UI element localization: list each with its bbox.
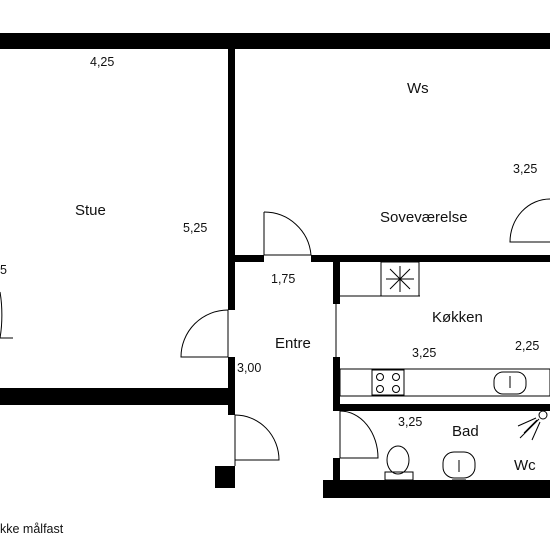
dimension-sove-depth: 3,25 (513, 162, 538, 176)
room-label-koekken: Køkken (432, 309, 483, 326)
dimension-stue-depth: 5,25 (183, 221, 208, 235)
wall-entre-right-lower (333, 357, 340, 410)
dimension-koekken-depth: 2,25 (515, 339, 540, 353)
door-sove-entre (263, 211, 312, 256)
wall-bad-left (333, 458, 340, 488)
scale-note: kke målfast (0, 522, 64, 536)
wall-stue-bottom (0, 388, 228, 405)
shower-symbol (517, 410, 548, 441)
door-stue-left (0, 291, 13, 339)
wall-bottom-left (215, 466, 235, 488)
wall-stue-right-upper (228, 49, 235, 310)
door-entrance (234, 414, 280, 466)
room-label-ws: Ws (407, 80, 429, 97)
stove-symbol (371, 369, 405, 396)
room-label-entre: Entre (275, 335, 311, 352)
toilet-symbol (384, 445, 414, 481)
wall-bad-top (333, 404, 550, 411)
wall-top (0, 33, 550, 49)
dimension-bad-width: 3,25 (398, 415, 423, 429)
door-stue-entre (180, 309, 229, 358)
wall-sove-bottom-left (235, 255, 264, 262)
bathroom-sink-symbol (442, 451, 476, 481)
room-label-sovevaerelse: Soveværelse (380, 209, 468, 226)
dimension-entre-depth: 3,00 (237, 361, 262, 375)
kitchen-counter (339, 368, 550, 397)
room-label-wc: Wc (514, 457, 536, 474)
dimension-koekken-width: 3,25 (412, 346, 437, 360)
fridge-symbol (380, 261, 420, 297)
wall-stue-right-lower (228, 357, 235, 415)
room-label-bad: Bad (452, 423, 479, 440)
kitchen-sink-symbol (493, 371, 527, 395)
dimension-entre-width: 1,75 (271, 272, 296, 286)
room-label-stue: Stue (75, 202, 106, 219)
door-sove-wardrobe (509, 198, 550, 243)
dimension-stue-width: 4,25 (90, 55, 115, 69)
door-bad (339, 410, 379, 459)
wall-entre-right-upper (333, 262, 340, 304)
dimension-stue-left-partial: 5 (0, 263, 7, 277)
wall-bottom (323, 480, 550, 498)
wall-sove-bottom-right (311, 255, 550, 262)
